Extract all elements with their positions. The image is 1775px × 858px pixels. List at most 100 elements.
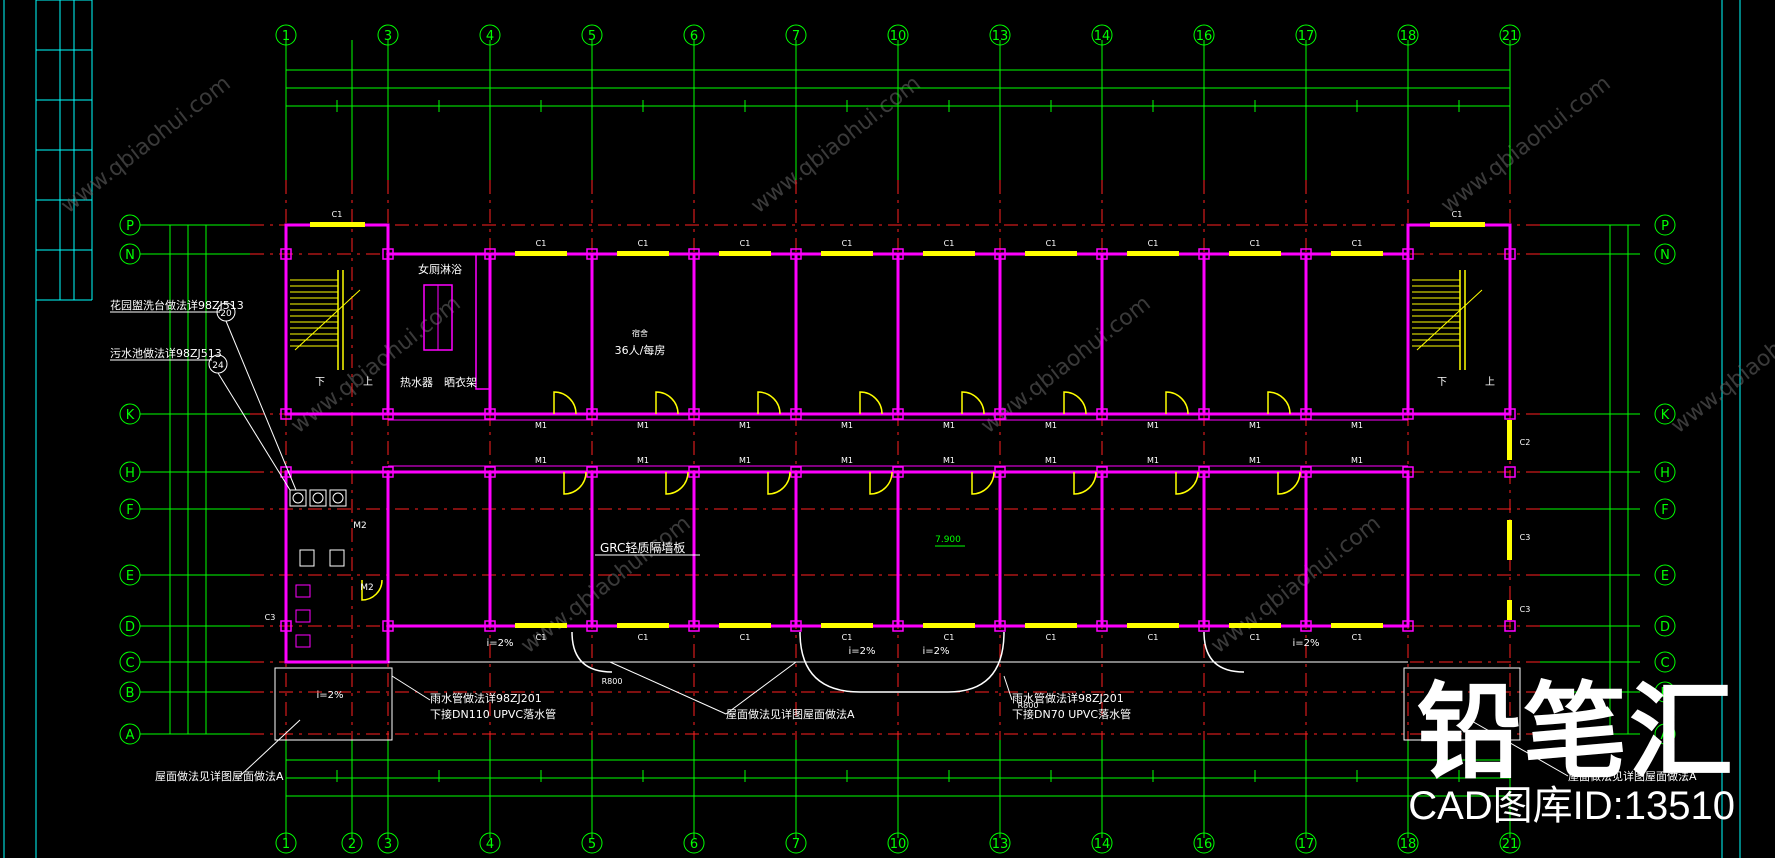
window-north [1331, 251, 1383, 256]
axis-bubble [119, 615, 141, 637]
slope-label: i=2% [922, 646, 949, 657]
window-south [617, 623, 669, 628]
column [688, 248, 700, 260]
axis-label: P [126, 219, 134, 234]
stair-label-up: 上 [363, 376, 373, 388]
label-r800: R800 [1018, 701, 1039, 710]
note-rainpipe-left-2: 下接DN110 UPVC落水管 [430, 707, 556, 721]
brand-watermark: 铅笔汇 CAD图库ID:13510 [1408, 680, 1735, 828]
window-tag-c3: C3 [1520, 533, 1531, 542]
axis-bubble [581, 832, 603, 854]
door-swing [1165, 391, 1189, 415]
watermark-text: www.qbiaohui.com [976, 291, 1155, 439]
window-tag-c1: C1 [1046, 239, 1057, 248]
door-tag-m1: M1 [739, 421, 751, 430]
roof-left-box [274, 667, 393, 741]
door-tag-m1: M1 [1351, 456, 1363, 465]
window-north [1025, 251, 1077, 256]
axis-label: 2 [348, 837, 356, 852]
door-swing [869, 471, 893, 495]
column [280, 248, 292, 260]
label-grc-wall: GRC轻质隔墙板 [600, 541, 685, 555]
axis-label: A [1661, 728, 1670, 743]
column [1402, 620, 1414, 632]
window-tag-c1: C1 [536, 239, 547, 248]
axis-bubble [1654, 403, 1676, 425]
column [994, 248, 1006, 260]
column [1504, 248, 1516, 260]
window-south [1229, 623, 1281, 628]
gutter-curve [571, 631, 613, 673]
window-tag-c1: C1 [842, 633, 853, 642]
axis-bubble [887, 24, 909, 46]
column [484, 620, 496, 632]
door-swing [1063, 391, 1087, 415]
axis-bubble [119, 681, 141, 703]
axis-bubble [683, 832, 705, 854]
door-swing [859, 391, 883, 415]
column [994, 620, 1006, 632]
axis-bubble [119, 214, 141, 236]
column [1504, 620, 1516, 632]
axis-label: 6 [690, 837, 698, 852]
callout-number: 24 [212, 361, 224, 371]
axis-label: 13 [992, 29, 1009, 44]
stair-label-down: 下 [315, 377, 325, 388]
axis-label: E [126, 569, 134, 584]
basin-fixture [312, 492, 324, 504]
axis-bubble [119, 461, 141, 483]
door-tag-m2: M2 [360, 583, 374, 593]
axis-bubble [119, 564, 141, 586]
column [790, 248, 802, 260]
axis-label: K [1661, 408, 1670, 423]
axis-bubble [479, 832, 501, 854]
column [280, 620, 292, 632]
shower-partition [475, 253, 491, 390]
label-dorm-capacity: 36人/每房 [615, 343, 666, 357]
axis-bubble [119, 498, 141, 520]
window-north [1127, 251, 1179, 256]
axis-bubble [1295, 24, 1317, 46]
door-tag-m1: M1 [1045, 456, 1057, 465]
column [484, 408, 496, 420]
toilet-fixture [295, 609, 311, 623]
axis-bubble [1397, 832, 1419, 854]
window-south [1331, 623, 1383, 628]
leader-line [725, 661, 797, 715]
column [892, 408, 904, 420]
note-roof-right: 屋面做法见详图屋面做法A [1568, 769, 1697, 783]
column [1402, 248, 1414, 260]
window-tag-c1: C1 [1352, 633, 1363, 642]
window-tag-c3: C3 [1520, 605, 1531, 614]
gutter-curve [1203, 631, 1245, 673]
door-tag-m1: M1 [1351, 421, 1363, 430]
note-rainpipe-right-2: 下接DN70 UPVC落水管 [1012, 707, 1131, 721]
leader-line [1469, 719, 1569, 777]
window-tag-c1: C1 [1250, 633, 1261, 642]
window-east [1507, 600, 1512, 620]
window-tag-c1: C1 [638, 633, 649, 642]
window-stair [310, 222, 365, 227]
door-tag-m1: M1 [1147, 421, 1159, 430]
column [790, 466, 802, 478]
window-south [1127, 623, 1179, 628]
stair-arrow [1416, 289, 1483, 351]
watermark-text: www.qbiaohui.com [746, 71, 925, 219]
door-swing [971, 471, 995, 495]
window-tag-c1: C1 [1250, 239, 1261, 248]
axis-bubble [275, 24, 297, 46]
column [1504, 466, 1516, 478]
door-tag-m1: M1 [1249, 456, 1261, 465]
axis-bubble [1654, 615, 1676, 637]
slope-label: i=2% [316, 690, 343, 701]
axis-label: 5 [588, 29, 596, 44]
column [1198, 408, 1210, 420]
label-dorm-small: 宿舍 [632, 328, 648, 338]
axis-label: 14 [1094, 837, 1111, 852]
toilet-fixture [295, 634, 311, 648]
brand-id: CAD图库ID:13510 [1408, 784, 1735, 828]
axis-label: D [125, 620, 135, 635]
basin-fixture [289, 489, 307, 507]
window-tag-c1: C1 [740, 239, 751, 248]
